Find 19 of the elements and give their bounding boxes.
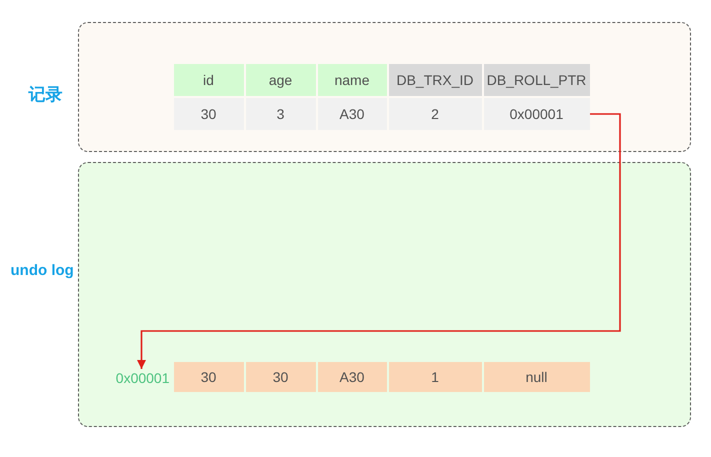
table-cell: 30 (246, 362, 316, 392)
panel-heading: 记录 (28, 84, 62, 104)
table-cell: 2 (388, 98, 482, 130)
column-header: DB_ROLL_PTR (484, 64, 590, 96)
table-cell: 30 (174, 362, 244, 392)
table-cell: 3 (246, 98, 316, 130)
arrow (137, 113, 621, 369)
table-cell: A30 (318, 362, 386, 392)
column-header: id (174, 64, 244, 96)
table-cell: 1 (388, 362, 482, 392)
column-header: name (318, 64, 386, 96)
table-cell: null (484, 362, 590, 392)
table-cell: 0x00001 (484, 98, 590, 130)
table-cell: 30 (174, 98, 244, 130)
panel-heading: undo log (10, 260, 74, 280)
address-label: 0x00001 (112, 368, 170, 386)
table-cell: A30 (318, 98, 386, 130)
column-header: DB_TRX_ID (388, 64, 482, 96)
column-header: age (246, 64, 316, 96)
